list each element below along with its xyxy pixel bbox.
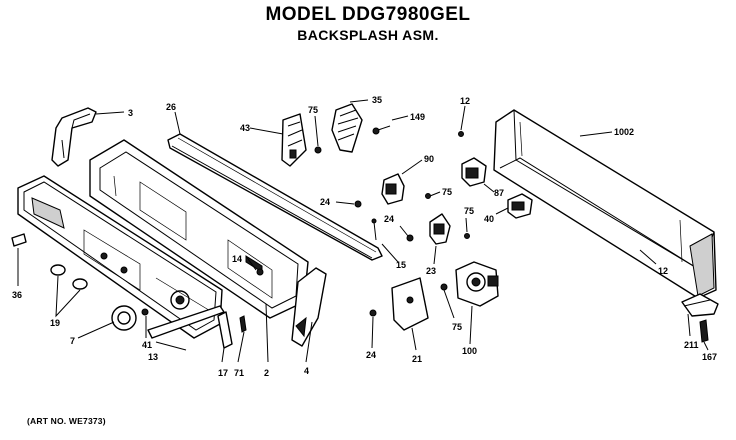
part-end-cap-right — [291, 267, 327, 347]
callout-24-c: 24 — [366, 350, 376, 360]
callout-43: 43 — [240, 123, 250, 133]
callout-1002: 1002 — [614, 127, 634, 137]
part-control-87 — [461, 157, 487, 187]
callout-35: 35 — [372, 95, 382, 105]
callout-13: 13 — [148, 352, 158, 362]
part-timer-100 — [455, 261, 499, 307]
part-knobs — [11, 233, 264, 331]
callout-26: 26 — [166, 102, 176, 112]
part-terminal-40 — [507, 193, 533, 219]
part-connector-block — [331, 103, 363, 153]
callout-211: 211 — [684, 340, 699, 350]
callout-4: 4 — [304, 366, 309, 376]
callout-19: 19 — [50, 318, 60, 328]
part-control-panel — [17, 175, 223, 339]
part-lamp-17 — [217, 311, 247, 349]
callout-23: 23 — [426, 266, 436, 276]
callout-40: 40 — [484, 214, 494, 224]
callout-3: 3 — [128, 108, 133, 118]
callout-24-a: 24 — [320, 197, 330, 207]
model-title: MODEL DDG7980GEL — [265, 4, 471, 25]
callout-17: 17 — [218, 368, 228, 378]
callout-75-c: 75 — [464, 206, 474, 216]
callout-15: 15 — [396, 260, 406, 270]
part-switch-90 — [381, 173, 405, 205]
callout-2: 2 — [264, 368, 269, 378]
callout-7: 7 — [70, 336, 75, 346]
callout-12-top: 12 — [460, 96, 470, 106]
part-trim-13 — [147, 305, 225, 339]
part-screws — [141, 125, 640, 317]
callout-75-b: 75 — [442, 187, 452, 197]
part-mounting-plate — [391, 277, 429, 331]
callout-100: 100 — [462, 346, 477, 356]
callout-36: 36 — [12, 290, 22, 300]
part-bracket-plate — [281, 113, 307, 167]
callout-14: 14 — [232, 254, 242, 264]
callout-87: 87 — [494, 188, 504, 198]
callout-41: 41 — [142, 340, 152, 350]
callout-167: 167 — [702, 352, 717, 362]
callout-75-d: 75 — [452, 322, 462, 332]
callout-149: 149 — [410, 112, 425, 122]
art-number: (ART NO. WE7373) — [27, 416, 106, 426]
part-rear-housing — [493, 109, 717, 299]
part-clip-211 — [681, 293, 719, 343]
callout-71: 71 — [234, 368, 244, 378]
callout-21: 21 — [412, 354, 422, 364]
callout-labels: 3 26 43 75 35 149 12 1002 90 24 75 87 24… — [12, 95, 717, 378]
callout-75: 75 — [308, 105, 318, 115]
callout-90: 90 — [424, 154, 434, 164]
part-end-cap-left — [51, 107, 97, 167]
callout-24-b: 24 — [384, 214, 394, 224]
assembly-title: BACKSPLASH ASM. — [297, 27, 439, 43]
leader-lines — [17, 99, 709, 363]
part-switch-23 — [429, 213, 451, 245]
callout-12-right: 12 — [658, 266, 668, 276]
